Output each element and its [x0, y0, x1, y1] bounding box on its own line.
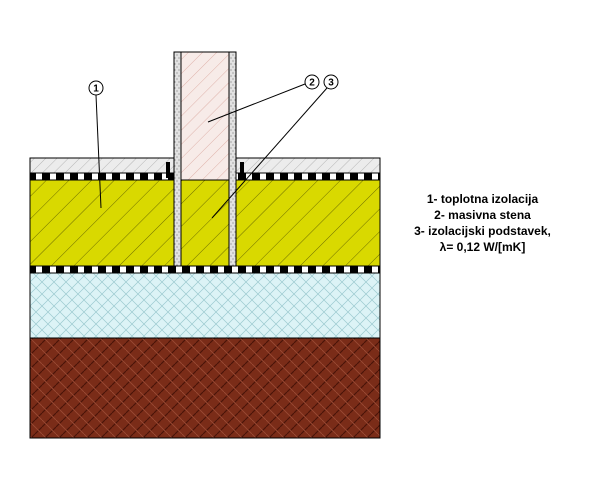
soil-layer — [29, 337, 381, 439]
floor-screed-right — [235, 157, 381, 174]
gravel-layer — [29, 272, 381, 339]
insulating-base — [173, 179, 237, 267]
massive-wall — [180, 51, 230, 181]
edge-strip-right — [240, 162, 244, 178]
edge-strip-left — [166, 162, 170, 178]
floor-screed-left — [29, 157, 175, 174]
svg-text:2: 2 — [309, 78, 315, 89]
top-membrane-right — [235, 172, 381, 181]
callout-2: 2 — [207, 74, 320, 123]
thermal-insulation-right — [235, 179, 381, 267]
svg-text:1: 1 — [93, 84, 99, 95]
bottom-membrane — [29, 265, 381, 274]
plaster-left — [173, 51, 182, 267]
callout-1: 1 — [88, 80, 104, 209]
thermal-insulation-left — [29, 179, 175, 267]
top-membrane-left — [29, 172, 175, 181]
legend-line-massive-wall: 2- masivna stena — [434, 208, 531, 222]
legend-line-lambda: λ= 0,12 W/[mK] — [439, 240, 526, 254]
legend-line-insulating-base: 3- izolacijski podstavek, — [414, 224, 551, 238]
svg-text:3: 3 — [328, 78, 334, 89]
legend-line-thermal-insulation: 1- toplotna izolacija — [426, 192, 539, 206]
plaster-right — [228, 51, 237, 267]
callout-3: 3 — [211, 74, 339, 219]
legend: 1- toplotna izolacija 2- masivna stena 3… — [395, 191, 570, 255]
